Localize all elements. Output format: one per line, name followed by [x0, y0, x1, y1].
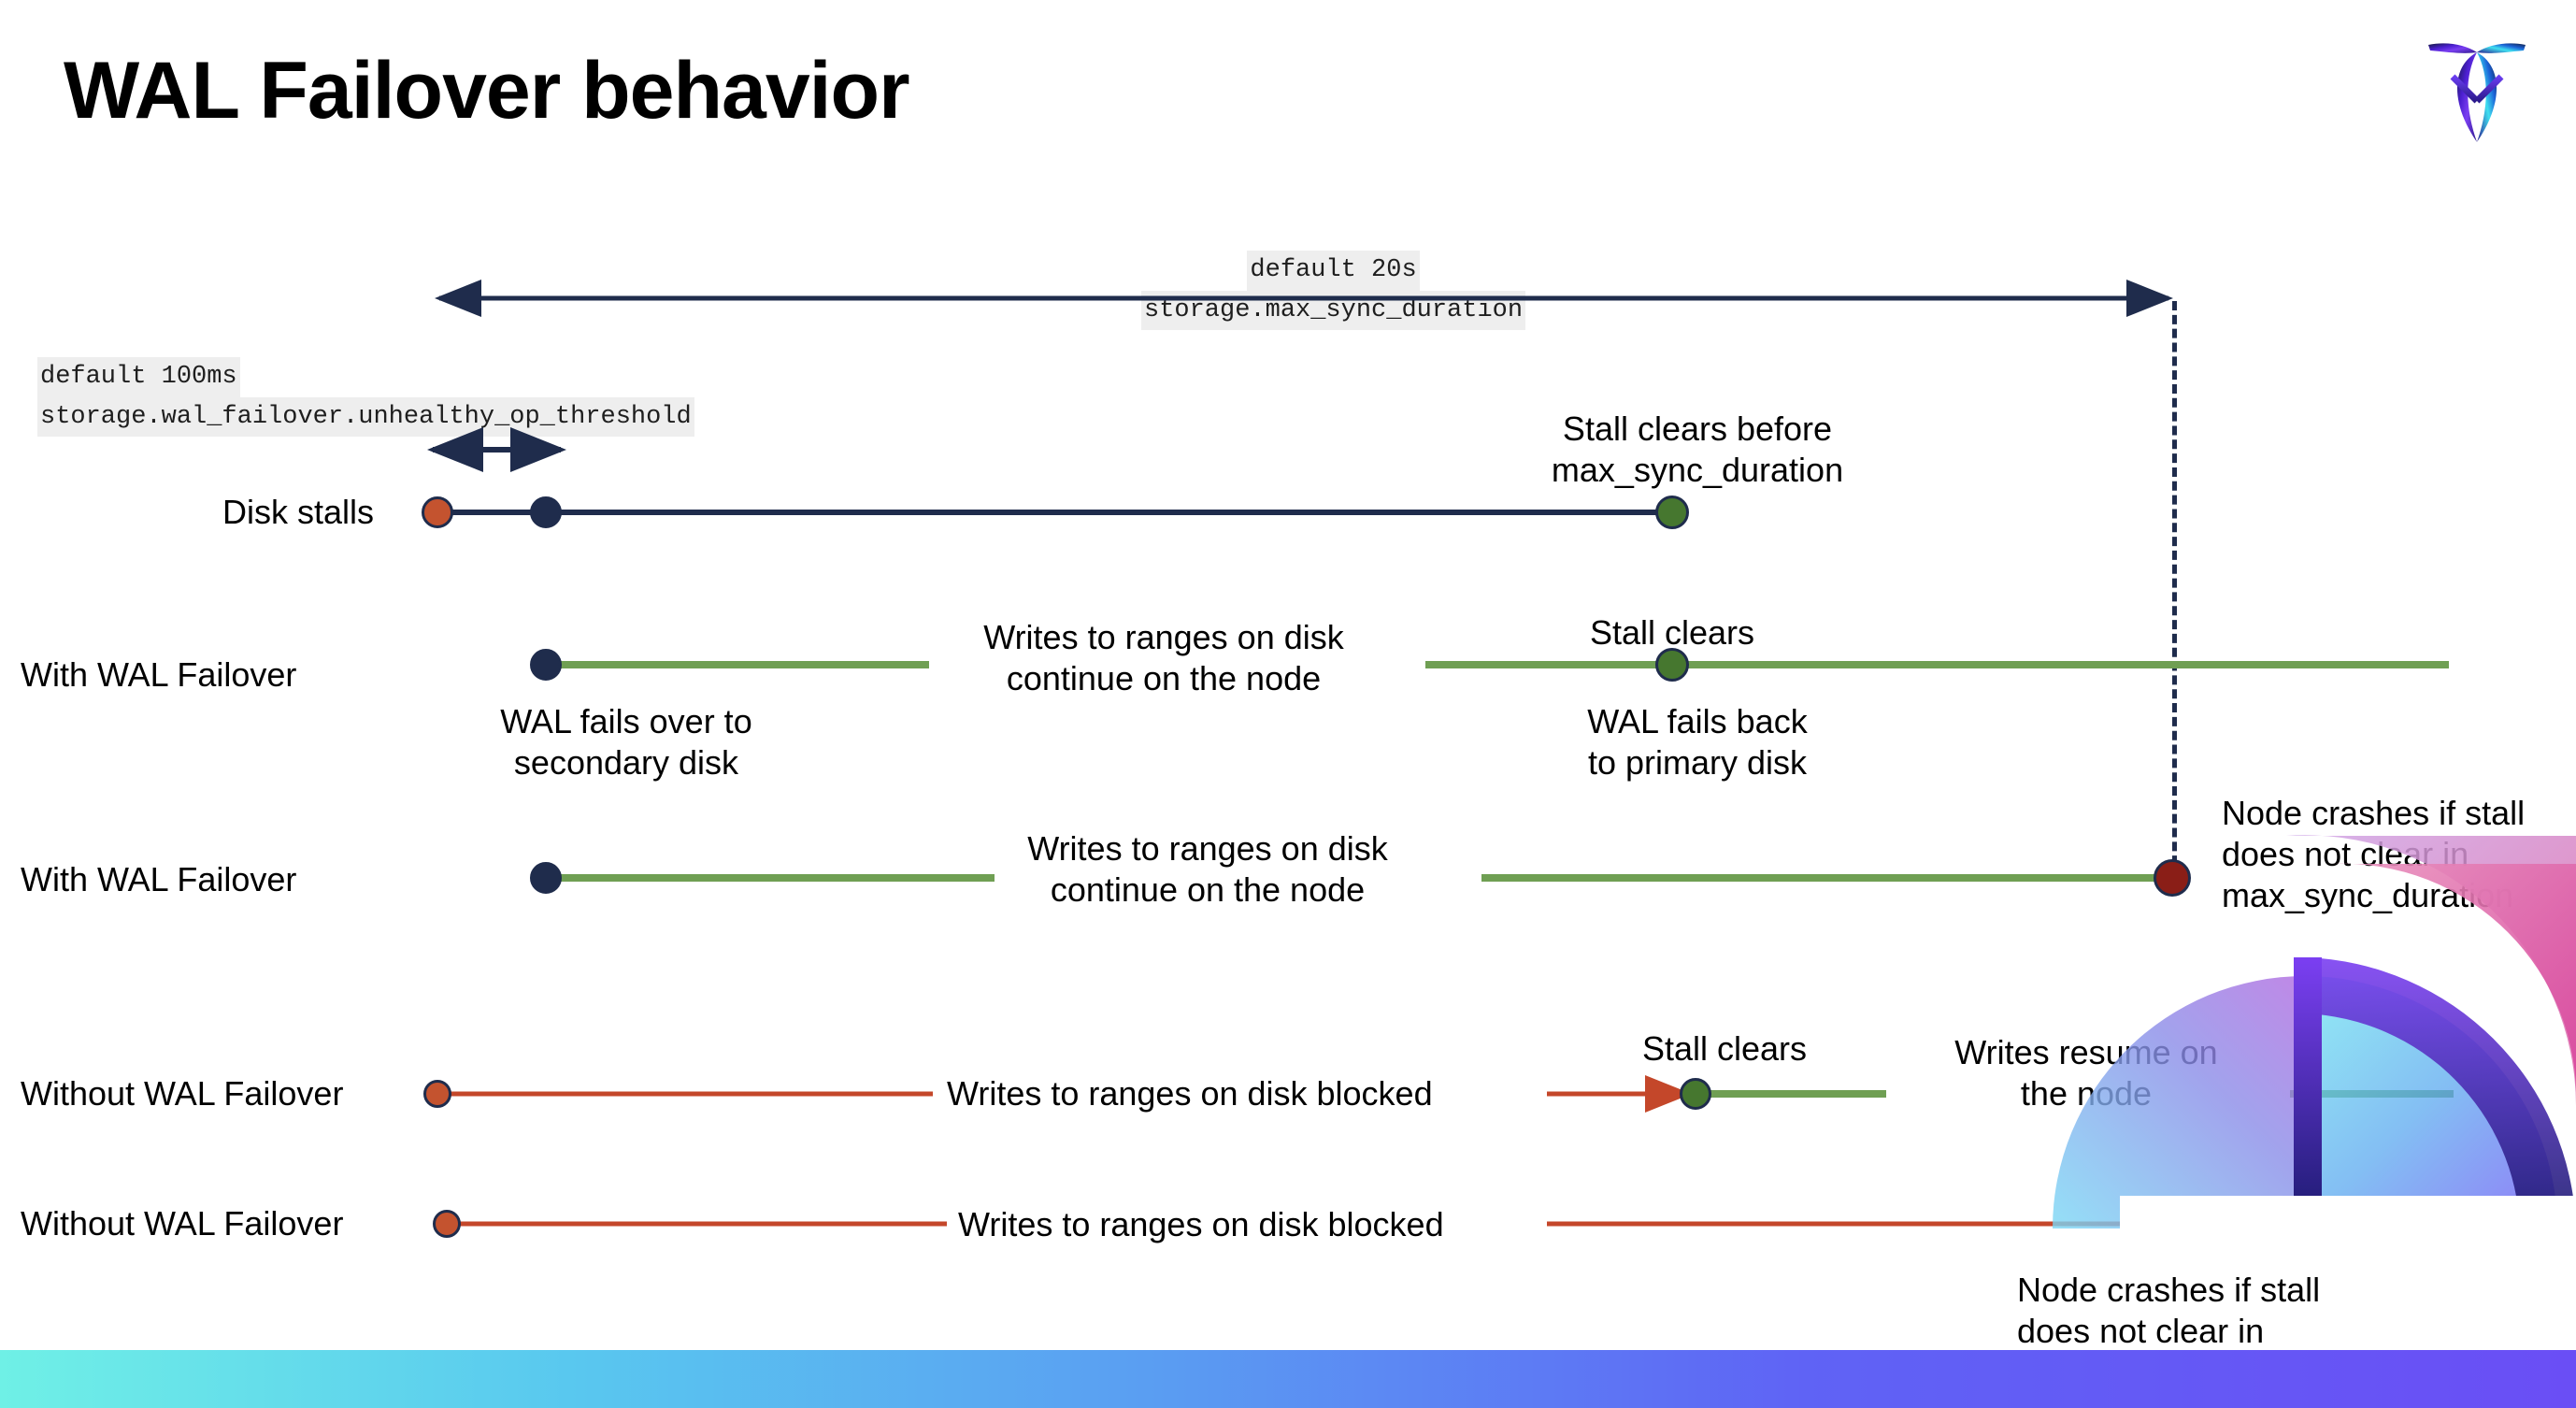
- without-wal-failover-2-start-marker: [433, 1210, 461, 1238]
- note-stall-clears-row2: Stall clears: [1589, 613, 1755, 652]
- with-wal-failover-2-segment-left: [546, 874, 995, 882]
- without-wal-failover-1-resume-segment: [1699, 1090, 1886, 1098]
- row-label-disk-stalls: Disk stalls: [222, 493, 375, 531]
- with-wal-failover-2-segment-right: [1481, 874, 2168, 882]
- decorative-artwork: [1996, 826, 2576, 1350]
- annotation-unhealthy-setting: storage.wal_failover.unhealthy_op_thresh…: [37, 396, 694, 437]
- with-wal-failover-2-failover-marker: [530, 862, 562, 894]
- disk-stalls-threshold-marker: [530, 496, 562, 528]
- annotation-unhealthy-op-threshold: default 100ms storage.wal_failover.unhea…: [37, 357, 694, 437]
- with-wal-failover-1-failover-marker: [530, 649, 562, 681]
- note-writes-blocked-row5: Writes to ranges on disk blocked: [958, 1205, 1444, 1243]
- row-label-with-wal-failover-1: With WAL Failover: [21, 655, 297, 694]
- with-wal-failover-1-segment-right: [1425, 661, 2449, 668]
- with-wal-failover-1-segment-left: [546, 661, 929, 668]
- note-stall-clears-row4: Stall clears: [1641, 1029, 1808, 1068]
- disk-stalls-timeline: [437, 510, 1671, 515]
- note-writes-blocked-row4: Writes to ranges on disk blocked: [947, 1074, 1433, 1113]
- with-wal-failover-2-crash-marker: [2154, 859, 2191, 897]
- page-title: WAL Failover behavior: [64, 46, 910, 136]
- without-wal-failover-2-blocked-segment: [447, 1221, 947, 1227]
- node-crashes-callout-background: [2120, 1196, 2576, 1350]
- without-wal-failover-1-start-marker: [423, 1080, 451, 1108]
- max-sync-duration-dropline: [2172, 301, 2177, 879]
- annotation-max-sync-duration: default 20s storage.max_sync_duration: [1141, 251, 1526, 330]
- row-label-without-wal-failover-1: Without WAL Failover: [21, 1074, 344, 1113]
- row-label-with-wal-failover-2: With WAL Failover: [21, 860, 297, 898]
- disk-stalls-clear-marker: [1655, 496, 1689, 529]
- row-label-without-wal-failover-2: Without WAL Failover: [21, 1204, 344, 1243]
- note-stall-clears-before-max-sync: Stall clears before max_sync_duration: [1551, 409, 1844, 489]
- note-wal-fails-back-row2: WAL fails back to primary disk: [1587, 702, 1808, 782]
- cockroachdb-logo-icon: [2411, 21, 2542, 161]
- bottom-gradient-bar: [0, 1350, 2576, 1408]
- annotation-unhealthy-default: default 100ms: [37, 357, 240, 397]
- annotation-max-sync-setting: storage.max_sync_duration: [1141, 290, 1526, 330]
- without-wal-failover-1-blocked-segment: [437, 1091, 933, 1097]
- with-wal-failover-1-clear-marker: [1655, 648, 1689, 682]
- annotation-max-sync-default: default 20s: [1247, 251, 1420, 291]
- without-wal-failover-1-clear-marker: [1680, 1078, 1711, 1110]
- note-writes-continue-row2: Writes to ranges on disk continue on the…: [983, 618, 1344, 697]
- note-writes-continue-row3: Writes to ranges on disk continue on the…: [1027, 829, 1388, 909]
- note-wal-fails-over-row2: WAL fails over to secondary disk: [500, 702, 752, 782]
- disk-stalls-start-marker: [422, 496, 453, 528]
